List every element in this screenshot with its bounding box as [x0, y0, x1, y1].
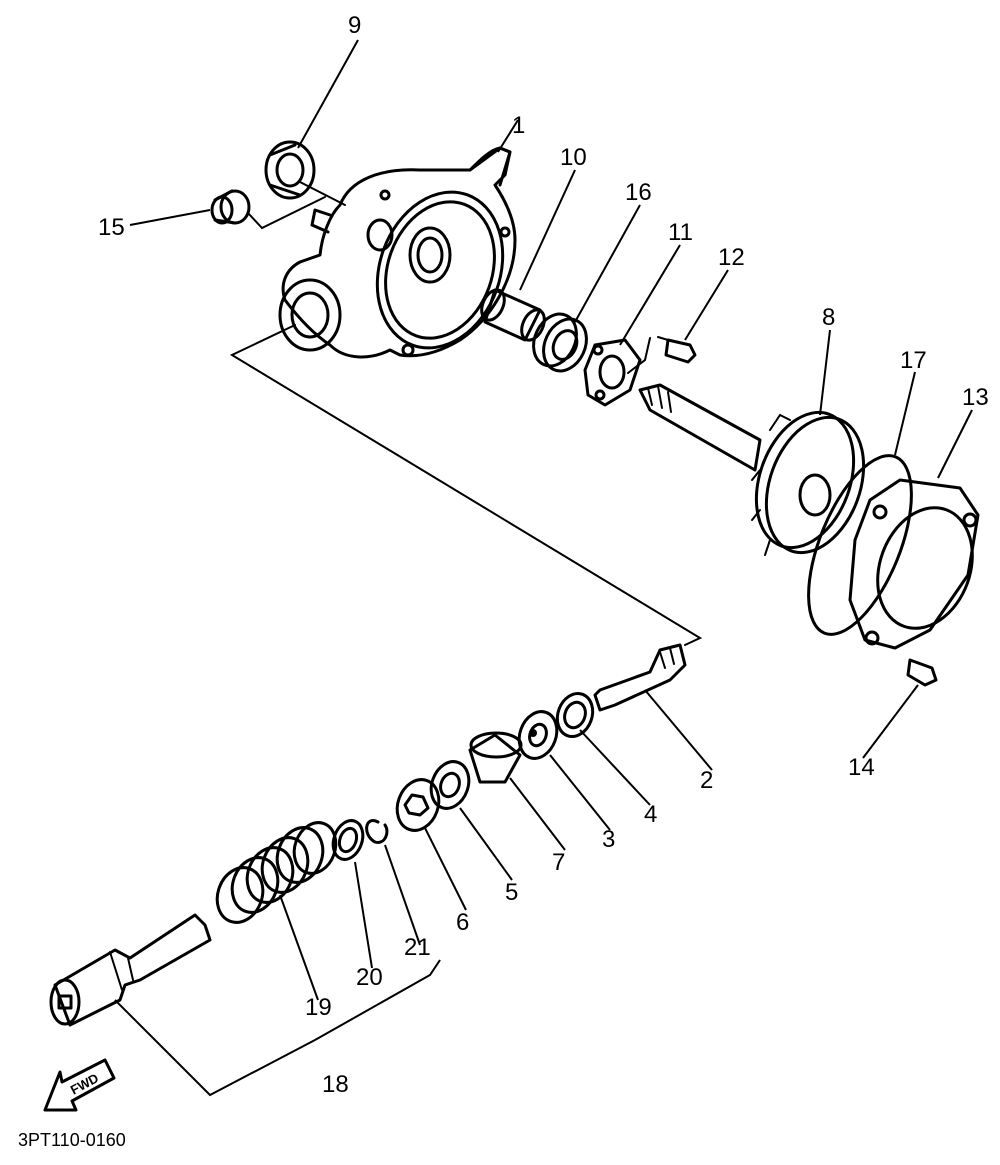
- callout-12: 12: [718, 244, 745, 271]
- bearing-9-axis: [299, 181, 346, 206]
- forward-direction-arrow: FWD: [43, 1058, 116, 1112]
- collar-7: [468, 731, 523, 784]
- pinion-shaft-2: [593, 643, 687, 712]
- callout-7: 7: [552, 849, 565, 876]
- o-ring-17: [807, 454, 913, 636]
- seal-6: [395, 778, 441, 832]
- screw-14: [906, 658, 938, 687]
- callout-2: 2: [700, 767, 713, 794]
- callout-6: 6: [456, 909, 469, 936]
- callout-11: 11: [668, 219, 693, 246]
- cover-13: [848, 478, 980, 650]
- callout-1: 1: [512, 112, 525, 139]
- callout-19: 19: [305, 994, 332, 1021]
- shaft-18: [49, 913, 212, 1027]
- callout-17: 17: [900, 347, 927, 374]
- collar-15: [210, 189, 251, 225]
- spring-19: [215, 821, 338, 924]
- collar-10: [480, 288, 546, 342]
- callout-20: 20: [356, 964, 383, 991]
- bearing-3: [517, 710, 559, 760]
- callout-14: 14: [848, 754, 875, 781]
- callout-9: 9: [348, 12, 361, 39]
- collar-15-axis: [247, 196, 326, 230]
- washer-4: [555, 692, 595, 738]
- screw-12: [627, 336, 697, 374]
- callout-3: 3: [602, 826, 615, 853]
- callout-5: 5: [505, 879, 518, 906]
- callout-13: 13: [962, 384, 989, 411]
- callout-10: 10: [560, 144, 587, 171]
- callout-8: 8: [822, 304, 835, 331]
- bearing-5: [429, 760, 471, 810]
- callout-21: 21: [404, 934, 431, 961]
- callout-4: 4: [644, 801, 657, 828]
- callout-16: 16: [625, 179, 652, 206]
- assembly-connector: [229, 324, 703, 646]
- bearing-9: [264, 140, 316, 200]
- leader-lines: [114, 39, 973, 1097]
- callout-15: 15: [98, 214, 125, 241]
- shaft-gear-8: [638, 383, 866, 556]
- gear-housing: [278, 146, 517, 359]
- callout-labels: 9 1 10 16 11 12 8 17 13 15 14 2 4 3 7 5 …: [98, 12, 989, 1098]
- callout-18: 18: [322, 1071, 349, 1098]
- diagram-code: 3PT110-0160: [18, 1130, 126, 1150]
- circlip-21: [365, 819, 389, 844]
- bearing-retainer-plate-11: [583, 338, 642, 407]
